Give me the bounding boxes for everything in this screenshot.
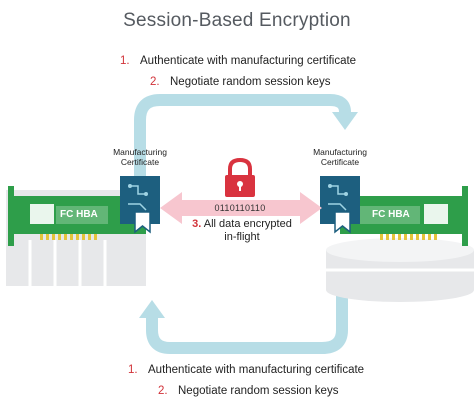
right-cert-label-line2: Certificate [320,157,360,167]
top-step-1-text: Authenticate with manufacturing certific… [140,55,357,67]
diagram-title: Session-Based Encryption [123,10,351,31]
top-step-1: 1. Authenticate with manufacturing certif… [120,55,356,67]
top-step-2-text: Negotiate random session keys [170,76,331,88]
right-certificate-icon [320,176,360,234]
right-hba-label: FC HBA [372,209,410,220]
top-step-1-number: 1. [120,55,130,67]
encryption-step-line1: All data encrypted [203,218,292,230]
encrypted-link-arrow [160,192,322,224]
left-hba-label: FC HBA [60,209,98,220]
bottom-step-2: 2. Negotiate random session keys [158,385,338,397]
lock-icon [225,157,255,197]
bottom-flow-arrow [139,275,348,354]
top-step-2: 2. Negotiate random session keys [150,76,330,88]
left-certificate-icon [120,176,160,234]
bottom-step-2-text: Negotiate random session keys [178,385,339,397]
bottom-step-1-number: 1. [128,364,138,376]
bottom-step-1: 1. Authenticate with manufacturing certif… [128,364,364,376]
right-cert-label: Manufacturing Certificate [295,147,385,167]
bottom-step-2-number: 2. [158,385,168,397]
right-hba-card [340,186,468,246]
bottom-step-1-text: Authenticate with manufacturing certific… [148,364,365,376]
right-server [326,238,474,302]
encryption-step-number: 3. [192,218,202,230]
encryption-step-line2: in-flight [224,231,260,243]
top-step-2-number: 2. [150,76,160,88]
encryption-step: 3. All data encrypted in-flight [172,218,312,244]
binary-data: 0110110110 [214,203,266,213]
left-cert-label-line2: Certificate [120,157,160,167]
left-cert-label-line1: Manufacturing [113,147,167,157]
right-cert-label-line1: Manufacturing [313,147,367,157]
left-cert-label: Manufacturing Certificate [95,147,185,167]
top-flow-arrow [134,94,358,178]
